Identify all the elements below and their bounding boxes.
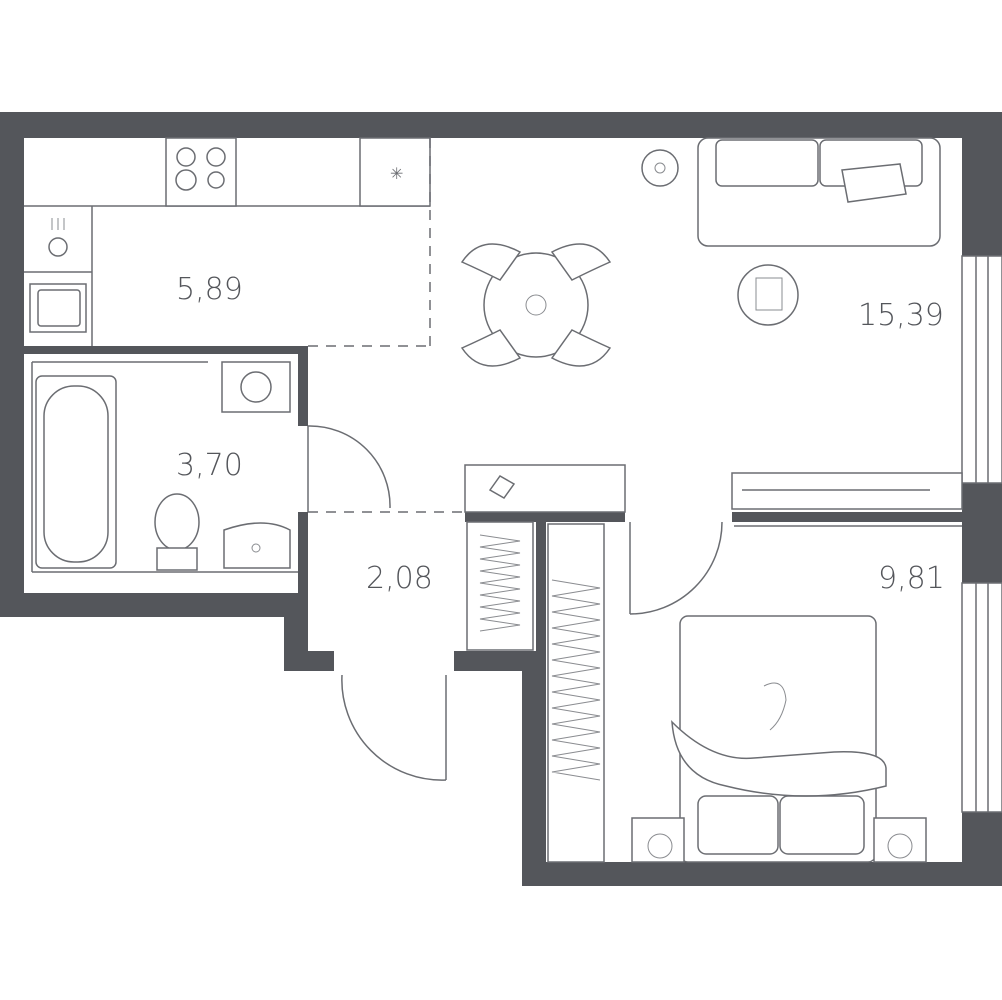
living-area-label: 15,39 (858, 298, 944, 333)
tv-stand (731, 472, 963, 510)
washing-machine (221, 361, 291, 413)
living-room: 15,39 (464, 137, 963, 513)
nightstand-right (873, 817, 927, 863)
windows (961, 255, 1002, 813)
nightstand-left (631, 817, 685, 863)
book-icon (488, 475, 516, 499)
kitchen-sink (29, 283, 87, 333)
bedroom-area-label: 9,81 (878, 561, 945, 596)
bathroom-area-label: 3,70 (176, 448, 243, 483)
dining-set (460, 243, 612, 367)
bathroom-sink (223, 522, 291, 569)
bathroom-door-swing (307, 425, 391, 509)
doors (307, 425, 723, 781)
bedroom-door-swing (629, 521, 723, 615)
bathroom: 3,70 (31, 361, 298, 573)
fridge (359, 137, 431, 207)
toilet (154, 493, 200, 551)
stove (165, 137, 237, 207)
walls (0, 112, 1002, 886)
entrance-door-swing (341, 674, 447, 781)
wheel-icon (641, 149, 679, 187)
chair (460, 243, 612, 367)
bathtub (35, 375, 117, 569)
hallway-area-label: 2,08 (366, 561, 433, 596)
coffee-table (737, 264, 799, 326)
desk (464, 464, 626, 513)
hallway: 2,08 (366, 521, 534, 651)
top-wall-segment (278, 112, 460, 138)
round-table (483, 252, 589, 358)
sofa (697, 137, 941, 247)
snowflake-icon: ✳ (390, 164, 403, 183)
cat-icon (763, 682, 787, 731)
kitchen-area-label: 5,89 (176, 272, 243, 307)
tap-icon (48, 237, 68, 257)
blanket (671, 720, 887, 797)
cushion (841, 163, 907, 203)
bedroom: 9,81 (547, 523, 962, 863)
kitchen: ✳ 5,89 (24, 137, 431, 347)
